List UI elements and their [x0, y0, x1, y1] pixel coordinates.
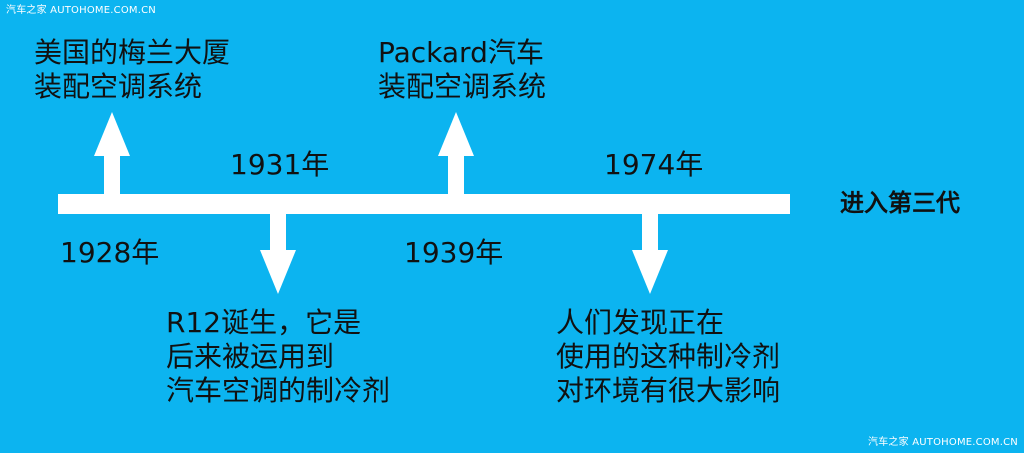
- year-label-1928: 1928年: [60, 236, 160, 269]
- event-1928-line-2: 装配空调系统: [34, 70, 203, 103]
- event-1931-line-1: R12诞生，它是: [166, 306, 362, 339]
- watermark-bottom-right: 汽车之家 AUTOHOME.COM.CN: [868, 437, 1018, 448]
- arrow-down-1931-head: [260, 250, 296, 294]
- event-1974-line-1: 人们发现正在: [556, 306, 725, 339]
- arrow-down-1974-shaft: [642, 212, 658, 256]
- arrow-up-1939-shaft: [448, 150, 464, 196]
- year-label-1939: 1939年: [404, 236, 504, 269]
- arrow-up-1939-head: [438, 112, 474, 156]
- arrow-up-1939: [438, 112, 474, 196]
- arrow-down-1931-shaft: [270, 212, 286, 256]
- arrow-down-1974-head: [632, 250, 668, 294]
- arrow-up-1928: [94, 112, 130, 196]
- event-1931: R12诞生，它是 后来被运用到 汽车空调的制冷剂: [166, 306, 390, 408]
- arrow-down-1974: [632, 212, 668, 294]
- event-1928-line-1: 美国的梅兰大厦: [34, 36, 231, 69]
- event-1931-line-3: 汽车空调的制冷剂: [166, 374, 391, 407]
- arrow-up-1928-shaft: [104, 150, 120, 196]
- year-label-1931: 1931年: [230, 148, 330, 181]
- event-1939: Packard汽车 装配空调系统: [378, 36, 546, 104]
- year-label-1974: 1974年: [604, 148, 704, 181]
- timeline-bar: [58, 194, 790, 214]
- arrow-down-1931: [260, 212, 296, 294]
- event-1939-line-2: 装配空调系统: [378, 70, 547, 103]
- event-1974-line-3: 对环境有很大影响: [556, 374, 781, 407]
- event-1974: 人们发现正在 使用的这种制冷剂 对环境有很大影响: [556, 306, 780, 408]
- event-1928: 美国的梅兰大厦 装配空调系统: [34, 36, 230, 104]
- event-1931-line-2: 后来被运用到: [166, 340, 335, 373]
- arrow-up-1928-head: [94, 112, 130, 156]
- event-1974-line-2: 使用的这种制冷剂: [556, 340, 781, 373]
- event-1939-line-1: Packard汽车: [378, 36, 544, 69]
- watermark-top-left: 汽车之家 AUTOHOME.COM.CN: [6, 5, 156, 16]
- next-generation-label: 进入第三代: [840, 189, 960, 217]
